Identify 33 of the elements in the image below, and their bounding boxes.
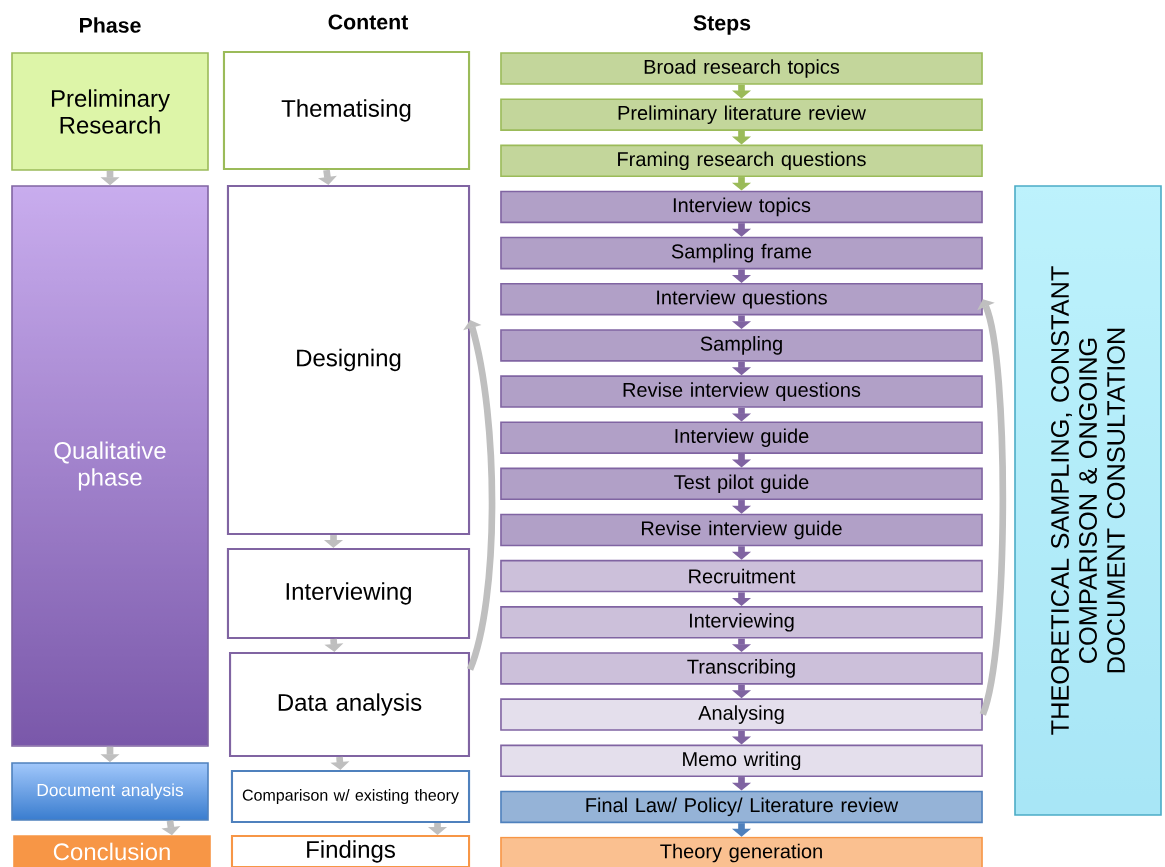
step-bar: Revise interview questions <box>500 375 983 408</box>
content-box: Interviewing <box>226 547 471 640</box>
step-bar: Sampling frame <box>500 236 983 270</box>
phase-box: Conclusion <box>13 835 211 867</box>
step-bar: Analysing <box>500 698 983 731</box>
column-heading: Phase <box>80 17 141 33</box>
curved-arrow <box>977 299 1007 716</box>
step-bar: Preliminary literature review <box>500 98 983 131</box>
step-bar: Sampling <box>500 329 983 362</box>
phase-box: Qualitative phase <box>11 185 209 747</box>
content-box: Findings <box>230 834 471 867</box>
step-bar: Broad research topics <box>500 52 983 85</box>
step-bar: Recruitment <box>500 559 983 593</box>
curved-arrow <box>463 320 496 671</box>
side-panel: THEORETICAL SAMPLING, CONSTANT COMPARISON & ONGOING DOCUMENT CONSULTATION <box>1014 185 1162 816</box>
phase-box: Preliminary Research <box>11 52 209 171</box>
content-box: Comparison w/ existing theory <box>230 769 471 824</box>
step-bar: Interview questions <box>500 282 983 316</box>
step-bar: Transcribing <box>500 652 983 685</box>
step-bar: Framing research questions <box>500 144 983 178</box>
step-bar: Interview guide <box>500 421 983 454</box>
step-bar: Final Law/ Policy/ Literature review <box>500 790 983 824</box>
step-bar: Theory generation <box>500 836 983 867</box>
column-heading: Content <box>328 14 409 30</box>
step-bar: Memo writing <box>500 744 983 778</box>
content-box: Designing <box>226 184 471 536</box>
step-bar: Interview topics <box>500 190 983 224</box>
step-bar: Revise interview guide <box>500 513 983 547</box>
content-box: Data analysis <box>228 651 471 758</box>
phase-box: Document analysis <box>11 762 209 821</box>
step-bar: Interviewing <box>500 606 983 639</box>
content-box: Thematising <box>222 50 471 171</box>
step-bar: Test pilot guide <box>500 467 983 501</box>
